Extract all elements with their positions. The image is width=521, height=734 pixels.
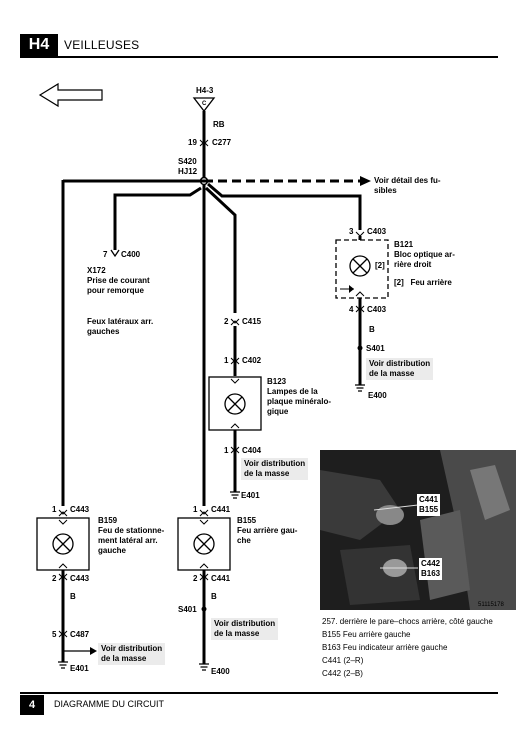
- pin-4: 4: [349, 305, 354, 314]
- footer-title: DIAGRAMME DU CIRCUIT: [54, 699, 164, 709]
- ground-icon: [230, 491, 240, 499]
- x172-id: X172: [87, 266, 106, 275]
- pin-5: 5: [52, 630, 57, 639]
- fuses-arrow-icon[interactable]: [360, 176, 371, 186]
- b123-label: Lampes de la plaque minéralo- gique: [267, 387, 332, 416]
- splice-s401-mid: S401: [178, 605, 197, 614]
- ground-icon: [355, 384, 365, 392]
- conn-c404: C404: [242, 446, 262, 455]
- ground-link-e401-mid[interactable]: Voir distribution de la masse: [241, 458, 309, 480]
- b159-label: Feu de stationne- ment latéral arr. gauc…: [98, 526, 165, 555]
- b121-legend: [2] Feu arrière: [394, 278, 452, 287]
- ground-link-e401-left[interactable]: Voir distribution de la masse: [98, 643, 166, 665]
- b121-box: [335, 239, 389, 299]
- pin-1-c404: 1: [224, 446, 229, 455]
- top-letter: C: [202, 101, 207, 107]
- page-number: 4: [20, 695, 44, 715]
- ground-link-e400-right[interactable]: Voir distribution de la masse: [366, 358, 434, 380]
- fuses-link[interactable]: Voir détail des fu- sibles: [374, 176, 441, 195]
- conn-c441-bot: C441: [211, 574, 231, 583]
- photo-captions: 257. derrière le pare–chocs arrière, côt…: [322, 615, 493, 680]
- pin-2-c443: 2: [52, 574, 57, 583]
- ground-e400-right: E400: [368, 391, 387, 400]
- caption-line: C442 (2–B): [322, 669, 363, 678]
- pin-3: 3: [349, 227, 354, 236]
- conn-c403-bot: C403: [367, 305, 387, 314]
- caption-line: 257. derrière le pare–chocs arrière, côt…: [322, 617, 493, 626]
- ground-icon: [58, 661, 68, 669]
- ground-e401-left: E401: [70, 664, 89, 673]
- page-title: VEILLEUSES: [64, 38, 140, 52]
- ground-e401-mid: E401: [241, 491, 260, 500]
- connector-triangle-icon: [192, 97, 216, 113]
- wire-color-b-left: B: [70, 592, 76, 601]
- conn-c487: C487: [70, 630, 90, 639]
- wire-trailer: [113, 186, 202, 250]
- conn-c443-top: C443: [70, 505, 90, 514]
- ground-e400-mid: E400: [211, 667, 230, 676]
- conn-c277: C277: [212, 138, 232, 147]
- pin-1-c441: 1: [193, 505, 198, 514]
- b123-id: B123: [267, 377, 287, 386]
- conn-c402: C402: [242, 356, 262, 365]
- wire-color-b: B: [369, 325, 375, 334]
- wire-color-b-mid: B: [211, 592, 217, 601]
- conn-c403-top: C403: [367, 227, 387, 236]
- wire-b121: [207, 182, 362, 230]
- back-arrow-icon[interactable]: [38, 82, 103, 108]
- b155-label: Feu arrière gau- che: [237, 526, 298, 545]
- connector-mark-icon: [199, 139, 209, 147]
- photo-callout-c441: C441 B155: [417, 494, 441, 516]
- photo-code: 51115178: [478, 602, 504, 608]
- pin-2-c415: 2: [224, 317, 229, 326]
- photo-callout-c442: C442 B163: [419, 558, 443, 580]
- b155-id: B155: [237, 516, 257, 525]
- b121-label: Bloc optique ar- rière droit: [394, 250, 455, 269]
- conn-c400: C400: [121, 250, 141, 259]
- caption-line: B163 Feu indicateur arrière gauche: [322, 643, 448, 652]
- caption-line: B155 Feu arrière gauche: [322, 630, 411, 639]
- conn-c443-bot: C443: [70, 574, 90, 583]
- x172-label: Prise de courant pour remorque: [87, 276, 150, 295]
- ground-link-e400-mid[interactable]: Voir distribution de la masse: [211, 618, 279, 640]
- ground-icon: [199, 663, 209, 671]
- harness-hj12: HJ12: [178, 167, 198, 176]
- footer-rule: [20, 692, 498, 694]
- caption-line: C441 (2–R): [322, 656, 364, 665]
- conn-c415: C415: [242, 317, 262, 326]
- splice-s420: S420: [178, 157, 197, 166]
- wire-color-rb: RB: [213, 120, 225, 129]
- pin-2-c441: 2: [193, 574, 198, 583]
- conn-c441-top: C441: [211, 505, 231, 514]
- pin-1-c443: 1: [52, 505, 57, 514]
- b159-id: B159: [98, 516, 118, 525]
- pin-19: 19: [188, 138, 197, 147]
- section-badge: H4: [20, 34, 58, 56]
- splice-s401: S401: [366, 344, 385, 353]
- b121-tag: [2]: [375, 261, 385, 270]
- pin-1-c402: 1: [224, 356, 229, 365]
- connector-end-icon: [110, 249, 120, 258]
- pin-7: 7: [103, 250, 108, 259]
- b121-id: B121: [394, 240, 414, 249]
- location-photo: C441 B155 C442 B163: [320, 450, 516, 610]
- rear-side-left-label: Feux latéraux arr. gauches: [87, 317, 154, 336]
- header-rule: [20, 56, 498, 58]
- wire-c415: [204, 186, 237, 313]
- top-ref: H4-3: [196, 86, 214, 95]
